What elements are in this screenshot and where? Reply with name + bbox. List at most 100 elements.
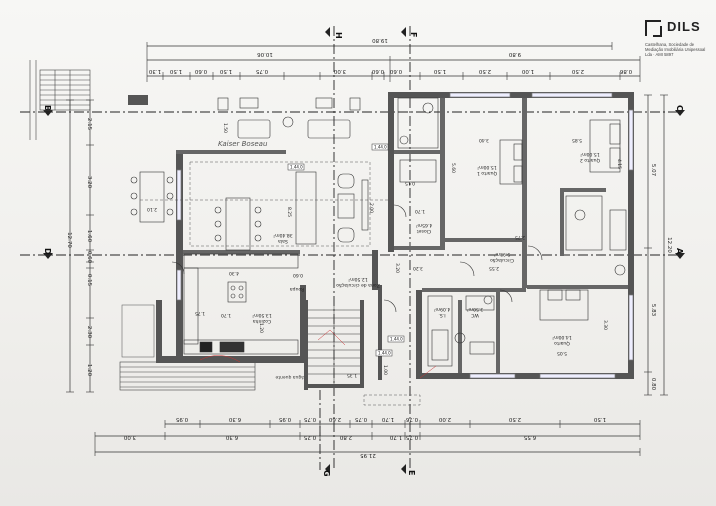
dim-right-total: 12.20 xyxy=(666,237,672,253)
room-ensuite-label: I.S. xyxy=(438,312,445,318)
dim-bottom-total: 21.95 xyxy=(360,452,376,458)
dim-bottom-mid-4: 1.70 xyxy=(389,434,402,440)
axis-label-b: B xyxy=(43,105,52,111)
axis-label-a: A xyxy=(675,248,684,255)
dim-left-seg-4: 0.15 xyxy=(86,274,92,287)
tag-1: 1.44.0 xyxy=(290,165,303,170)
room-dim-13: 1.20 xyxy=(258,323,264,333)
room-dim-9: 0.15 xyxy=(405,180,415,186)
dim-bottom-mid-5: 0.75 xyxy=(405,434,418,440)
furniture xyxy=(130,97,627,384)
room-cozinha-label: Cozinha xyxy=(253,318,272,324)
room-dim-1: 5.60 xyxy=(450,163,456,173)
dim-bottom-row-8: 2.00 xyxy=(438,416,451,422)
brand-tagline: Castelhana, Sociedade de Mediação Imobil… xyxy=(645,42,706,57)
axis-label-c: C xyxy=(675,105,684,111)
dim-top-row-9: 2.50 xyxy=(478,68,491,74)
dim-bottom-row-0: 0.95 xyxy=(175,416,188,422)
dim-right-seg-0: 5.07 xyxy=(650,164,656,177)
room-dim-12: 1.75 xyxy=(195,310,205,316)
room-wc-area: 3.50m² xyxy=(467,306,484,312)
room-circulacao-label: Zona de circulação xyxy=(336,282,380,288)
dim-bottom-row-3: 0.75 xyxy=(303,416,316,422)
room-quarto1-label: Quarto 1 xyxy=(477,170,497,176)
dim-left-seg-0: 2.15 xyxy=(86,118,92,131)
room-closet-label: Closet xyxy=(417,228,432,234)
dim-bottom-row-5: 0.75 xyxy=(354,416,367,422)
room-wc-label: WC xyxy=(471,312,479,318)
brand-logo: DILS Castelhana, Sociedade de Mediação I… xyxy=(645,18,711,58)
axis-label-d: D xyxy=(43,248,52,255)
room-dim-21: 1.00 xyxy=(382,365,388,375)
tag-2: 1.44.0 xyxy=(390,337,403,342)
tag-0: 1.44.0 xyxy=(374,145,387,150)
axis-label-g: G xyxy=(322,470,331,477)
top-dimension-lines xyxy=(146,42,641,82)
axis-label-f: F xyxy=(409,32,418,37)
dim-top-row-0: 1.30 xyxy=(148,68,161,74)
dim-bottom-row-2: 0.95 xyxy=(278,416,291,422)
interior-walls xyxy=(176,98,628,373)
room-dim-4: 3.30 xyxy=(602,320,608,330)
axis-label-e: E xyxy=(407,470,416,475)
room-labels: Quarto 1 15.00m² Quarto 2 15.00m² Quarto… xyxy=(252,151,600,346)
dim-bottom-row-7: 0.76 xyxy=(405,416,418,422)
top-dimension-labels: 19.80 10.06 9.80 1.30 1.50 0.60 1.50 0.7… xyxy=(148,37,632,74)
room-dim-2: 5.85 xyxy=(572,137,582,143)
windows xyxy=(176,92,634,379)
plumbing-note: água quente xyxy=(275,374,304,381)
room-circulacao2-area: 5.93m² xyxy=(494,251,511,257)
room-dim-10: 8.25 xyxy=(286,207,292,217)
room-dim-7: 2.55 xyxy=(489,265,499,271)
room-dim-20: 1.35 xyxy=(347,372,357,378)
dim-bottom-mid-1: 6.30 xyxy=(225,434,238,440)
dim-top-total: 19.80 xyxy=(372,37,388,43)
room-quarto3-label: Quarto xyxy=(554,340,570,346)
room-dim-17: 0.60 xyxy=(293,272,303,278)
room-quarto3-area: 14.00m² xyxy=(552,334,572,340)
dim-bottom-mid-3: 2.80 xyxy=(339,434,352,440)
dim-top-row-6: 0.60 xyxy=(371,68,384,74)
dim-left-total: 12.70 xyxy=(66,232,72,248)
dim-left-seg-5: 2.30 xyxy=(86,326,92,339)
dim-bottom-row-9: 2.50 xyxy=(508,416,521,422)
dim-right-seg-1: 5.83 xyxy=(650,304,656,317)
dim-left-seg-2: 1.60 xyxy=(86,230,92,243)
logo-icon xyxy=(645,20,662,37)
axis-label-h: H xyxy=(334,32,343,39)
dim-top-row-5: 3.00 xyxy=(333,68,346,74)
room-cozinha-area: 13.50m² xyxy=(252,312,272,318)
room-dim-15: 1.50 xyxy=(222,123,228,133)
dim-bottom-row-10: 1.50 xyxy=(593,416,606,422)
tag-3: 1.44.0 xyxy=(378,351,391,356)
overhead-lines xyxy=(140,161,421,406)
room-dim-3: 4.15 xyxy=(616,159,622,169)
element-tags: 1.44.0 1.44.0 1.44.0 1.44.0 xyxy=(287,143,405,357)
bottom-dimension-lines xyxy=(94,420,641,456)
bottom-dimension-labels: 0.95 6.30 0.95 0.75 2.60 0.75 1.70 0.76 … xyxy=(123,416,606,458)
brand-name: DILS xyxy=(667,19,701,34)
dim-top-right: 9.80 xyxy=(508,51,521,57)
room-dim-11: 4.30 xyxy=(229,270,239,276)
room-circulacao-area: 12.50m² xyxy=(348,276,368,282)
dim-bottom-row-4: 2.60 xyxy=(328,416,341,422)
room-dim-5: 5.05 xyxy=(557,350,567,356)
room-dimension-labels: 3.40 5.60 5.85 4.15 3.30 5.05 3.20 2.55 … xyxy=(147,123,622,378)
dim-bottom-row-6: 1.70 xyxy=(381,416,394,422)
room-sala-label: Sala xyxy=(278,238,288,244)
room-dim-6: 3.20 xyxy=(413,265,423,271)
room-dim-19: 2.00 xyxy=(368,203,374,213)
dim-top-row-4: 0.75 xyxy=(255,68,268,74)
room-quarto2-label: Quarto 2 xyxy=(580,157,600,163)
dim-top-row-11: 2.50 xyxy=(571,68,584,74)
axis-labels: H F G E C A D B xyxy=(43,32,684,477)
dim-left-seg-3: 0.60 xyxy=(86,251,92,264)
room-closet-area: 4.65m² xyxy=(416,222,433,228)
dim-top-row-2: 0.60 xyxy=(194,68,207,74)
dim-right-seg-2: 0.80 xyxy=(650,378,656,391)
side-dimension-lines xyxy=(66,94,668,396)
dim-top-row-3: 1.50 xyxy=(219,68,232,74)
room-quarto1-area: 15.00m² xyxy=(477,164,497,170)
